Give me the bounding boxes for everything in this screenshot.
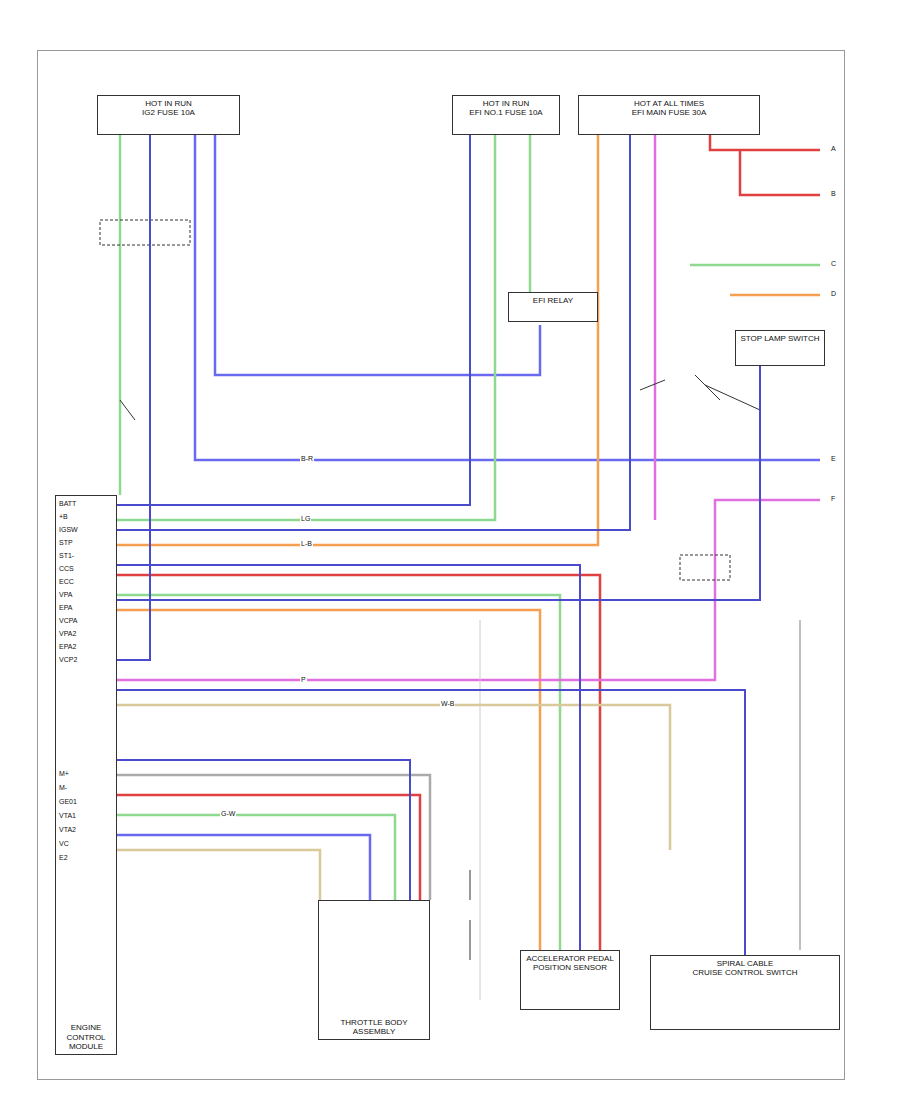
wire-connector: [117, 690, 745, 955]
wire: [710, 135, 820, 150]
wire-connector: [117, 565, 580, 950]
page-ref: A: [830, 145, 837, 153]
wire: [95, 135, 495, 520]
wire: [480, 620, 481, 1000]
page-ref: C: [830, 260, 837, 268]
wire: [95, 815, 395, 900]
wire-connector: [117, 760, 410, 900]
wire: [95, 775, 430, 900]
pin-name: BATT: [58, 500, 77, 508]
page-ref: E: [830, 455, 837, 463]
wire: [690, 264, 820, 267]
pin-name: E2: [58, 854, 69, 862]
connector-symbol: [680, 555, 730, 580]
wire: [95, 850, 320, 900]
wire-connector: [117, 135, 150, 660]
switch-assembly: SPIRAL CABLECRUISE CONTROL SWITCH: [650, 955, 840, 1030]
wire-color: B-R: [300, 455, 314, 463]
pin-name: VTA1: [58, 812, 77, 820]
pin-name: CCS: [58, 565, 75, 573]
node-text: EFI NO.1 FUSE 10A: [469, 108, 542, 117]
wire: [195, 135, 820, 460]
fuse-box: HOT IN RUNEFI NO.1 FUSE 10A: [452, 95, 560, 135]
node-text: EFI RELAY: [533, 296, 573, 305]
wire: [95, 135, 598, 545]
wire: [740, 150, 820, 195]
node-text: STOP LAMP SWITCH: [740, 334, 819, 343]
wire-connector: [117, 135, 470, 505]
node-text: SPIRAL CABLE: [717, 959, 774, 968]
pin-name: ST1-: [58, 552, 75, 560]
wire-color: LG: [300, 515, 311, 523]
page-ref: D: [830, 290, 837, 298]
throttle-body: THROTTLE BODY ASSEMBLY: [318, 900, 430, 1040]
wire-color: L-B: [300, 540, 313, 548]
node-text: IG2 FUSE 10A: [142, 108, 195, 117]
pin-name: VC: [58, 840, 70, 848]
pin-name: GE01: [58, 798, 78, 806]
pin-name: EPA: [58, 604, 74, 612]
page-ref: F: [830, 495, 836, 503]
relay-box: EFI RELAY: [508, 292, 598, 322]
node-text: ACCELERATOR PEDAL POSITION SENSOR: [524, 954, 616, 972]
wire: [215, 135, 540, 375]
page-ref: B: [830, 190, 837, 198]
wire: [95, 705, 670, 850]
wire-color: G-W: [220, 810, 236, 818]
wire: [95, 795, 420, 900]
connector-symbol: [100, 220, 190, 245]
node-text: HOT IN RUN: [483, 99, 530, 108]
wire: [95, 595, 560, 950]
wire: [654, 135, 657, 520]
pin-name: M+: [58, 770, 70, 778]
splice-symbol: [470, 870, 471, 960]
transistor-symbol: [640, 375, 760, 410]
pin-name: VPA: [58, 591, 74, 599]
pin-name: ECC: [58, 578, 75, 586]
pin-name: VCP2: [58, 656, 78, 664]
wire: [119, 135, 122, 495]
wire-connector: [117, 135, 630, 530]
node-text: CRUISE CONTROL SWITCH: [692, 968, 797, 977]
fuse-box: HOT AT ALL TIMESEFI MAIN FUSE 30A: [578, 95, 760, 135]
node-text: HOT IN RUN: [145, 99, 192, 108]
pin-name: VCPA: [58, 617, 79, 625]
switch-symbol: [120, 400, 135, 420]
switch-box: STOP LAMP SWITCH: [735, 330, 825, 366]
node-text: ENGINE CONTROL MODULE: [59, 1023, 113, 1051]
node-text: EFI MAIN FUSE 30A: [632, 108, 707, 117]
node-text: THROTTLE BODY ASSEMBLY: [322, 1018, 426, 1036]
wire: [95, 500, 820, 680]
pin-name: VPA2: [58, 630, 77, 638]
fuse-box: HOT IN RUNIG2 FUSE 10A: [97, 95, 240, 135]
pin-name: IGSW: [58, 526, 79, 534]
wire: [95, 575, 600, 950]
pin-name: +B: [58, 513, 69, 521]
node-text: HOT AT ALL TIMES: [634, 99, 704, 108]
pin-name: STP: [58, 539, 74, 547]
wire: [95, 835, 370, 900]
pin-name: M-: [58, 784, 68, 792]
pedal-sensor: ACCELERATOR PEDAL POSITION SENSOR: [520, 950, 620, 1010]
pin-name: VTA2: [58, 826, 77, 834]
wire-color: W-B: [440, 700, 455, 708]
wire: [529, 135, 532, 295]
wire: [799, 620, 801, 950]
wire: [95, 610, 540, 950]
wire-color: P: [300, 676, 307, 684]
wire: [730, 294, 820, 297]
pin-name: EPA2: [58, 643, 77, 651]
